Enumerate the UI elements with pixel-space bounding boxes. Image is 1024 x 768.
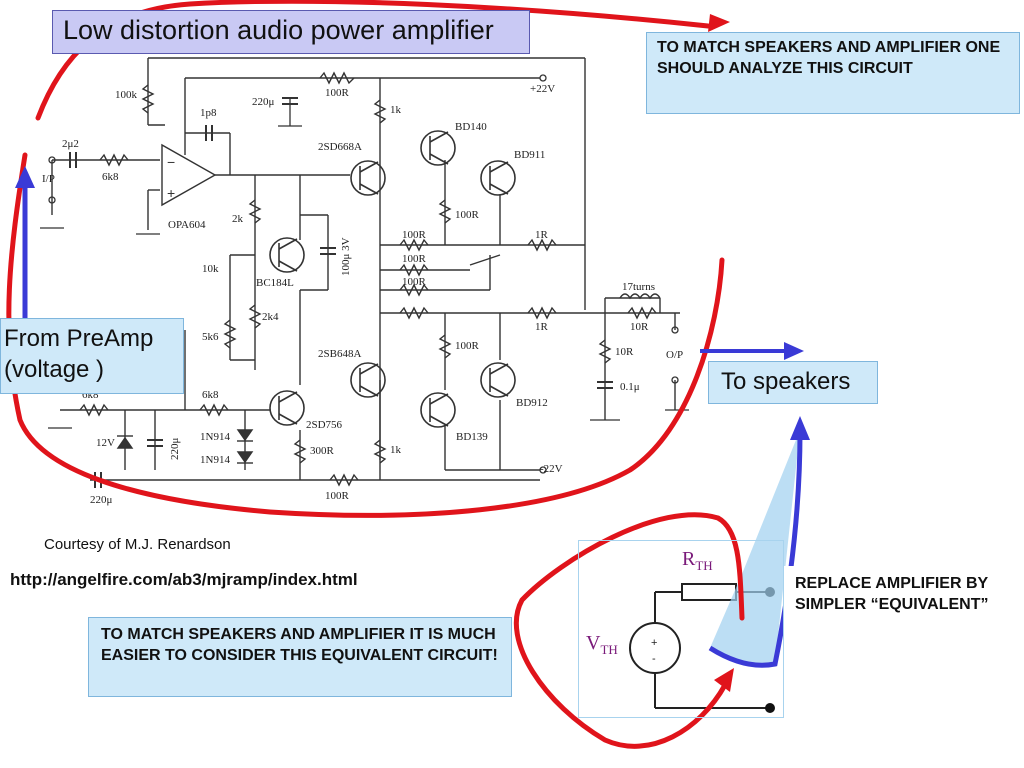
slide-title: Low distortion audio power amplifier: [52, 10, 530, 54]
label-vplus: +22V: [530, 83, 555, 95]
blue-arrowhead-preamp: [15, 166, 35, 188]
label-1n914-a: 1N914: [200, 431, 230, 443]
label-220u-l: 220μ: [169, 438, 181, 461]
label-10r-b: 10R: [615, 346, 634, 358]
preamp-label: From PreAmp (voltage ): [0, 318, 184, 394]
schematic-diodes: [116, 429, 254, 464]
callout-analyze-circuit: TO MATCH SPEAKERS AND AMPLIFIER ONE SHOU…: [646, 32, 1020, 114]
label-0u1: 0.1μ: [620, 381, 640, 393]
label-100u3v: 100μ 3V: [340, 237, 352, 276]
label-bc184l: BC184L: [256, 277, 294, 289]
label-1k-b: 1k: [390, 444, 402, 456]
label-10k: 10k: [202, 263, 219, 275]
red-arrowhead-top: [708, 14, 730, 32]
svg-text:−: −: [167, 154, 175, 170]
blue-arrowhead-speakers: [784, 342, 804, 360]
schematic-terminals: [48, 74, 679, 474]
label-vminus: -22V: [540, 463, 563, 475]
red-arrowhead-bottom: [714, 668, 734, 692]
label-bd140: BD140: [455, 121, 487, 133]
label-5k6: 5k6: [202, 331, 219, 343]
label-12v: 12V: [96, 437, 115, 449]
blue-curve-equivalent: [708, 431, 803, 668]
label-bd912: BD912: [516, 397, 548, 409]
speakers-label: To speakers: [708, 361, 878, 404]
label-100r-1: 100R: [402, 229, 427, 241]
label-bd139: BD139: [456, 431, 488, 443]
label-300r: 300R: [310, 445, 335, 457]
label-bd911: BD911: [514, 149, 545, 161]
callout-equivalent-easier: TO MATCH SPEAKERS AND AMPLIFIER IT IS MU…: [88, 617, 512, 697]
label-ip: I/P: [42, 173, 55, 185]
label-2sd668a: 2SD668A: [318, 141, 362, 153]
schematic-label-group: 100k 2μ2 6k8 I/P 1p8 OPA604 220μ 100R +2…: [42, 83, 683, 506]
label-6k8-b: 6k8: [202, 389, 219, 401]
schematic-resistors: [79, 71, 661, 487]
label-10r-a: 10R: [630, 321, 649, 333]
label-100r-low: 100R: [455, 340, 480, 352]
label-2sb648a: 2SB648A: [318, 348, 361, 360]
label-220u-top: 220μ: [252, 96, 275, 108]
blue-arrowhead-equivalent: [790, 416, 810, 440]
label-100r-e: 100R: [455, 209, 480, 221]
vth-minus: -: [652, 653, 656, 665]
svg-text:+: +: [167, 185, 175, 201]
label-100r-2: 100R: [402, 253, 427, 265]
vth-label: VTH: [586, 632, 618, 657]
label-2k4: 2k4: [262, 311, 279, 323]
callout-replace-amplifier: REPLACE AMPLIFIER BY SIMPLER “EQUIVALENT…: [784, 566, 1014, 646]
label-1r-top: 1R: [535, 229, 549, 241]
label-1p8: 1p8: [200, 107, 217, 119]
label-opa604: OPA604: [168, 219, 206, 231]
label-100k: 100k: [115, 89, 138, 101]
label-6k8-in: 6k8: [102, 171, 119, 183]
label-1k-top: 1k: [390, 104, 402, 116]
red-loop-equivalent: [514, 512, 745, 749]
source-url[interactable]: http://angelfire.com/ab3/mjramp/index.ht…: [10, 570, 358, 589]
schematic-transistors: [269, 130, 516, 428]
courtesy-text: Courtesy of M.J. Renardson: [44, 536, 231, 553]
label-1r-bot: 1R: [535, 321, 549, 333]
schematic-grounds: [40, 98, 689, 429]
label-2sd756: 2SD756: [306, 419, 343, 431]
rth-label: RTH: [682, 548, 713, 573]
label-220u-bot: 220μ: [90, 494, 113, 506]
label-1n914-b: 1N914: [200, 454, 230, 466]
label-17turns: 17turns: [622, 281, 655, 293]
label-2u2: 2μ2: [62, 138, 79, 150]
vth-plus: +: [651, 637, 657, 649]
label-2k: 2k: [232, 213, 244, 225]
schematic-capacitors: [69, 97, 613, 488]
label-100r-top: 100R: [325, 87, 350, 99]
highlight-wedge: [710, 430, 800, 666]
opamp-symbol: − +: [161, 143, 217, 207]
schematic-wires: [51, 57, 680, 481]
equivalent-frame: [578, 540, 784, 718]
label-op: O/P: [666, 349, 683, 361]
label-100r-bot: 100R: [325, 490, 350, 502]
label-100r-3: 100R: [402, 276, 427, 288]
terminal-bottom: [765, 703, 775, 713]
